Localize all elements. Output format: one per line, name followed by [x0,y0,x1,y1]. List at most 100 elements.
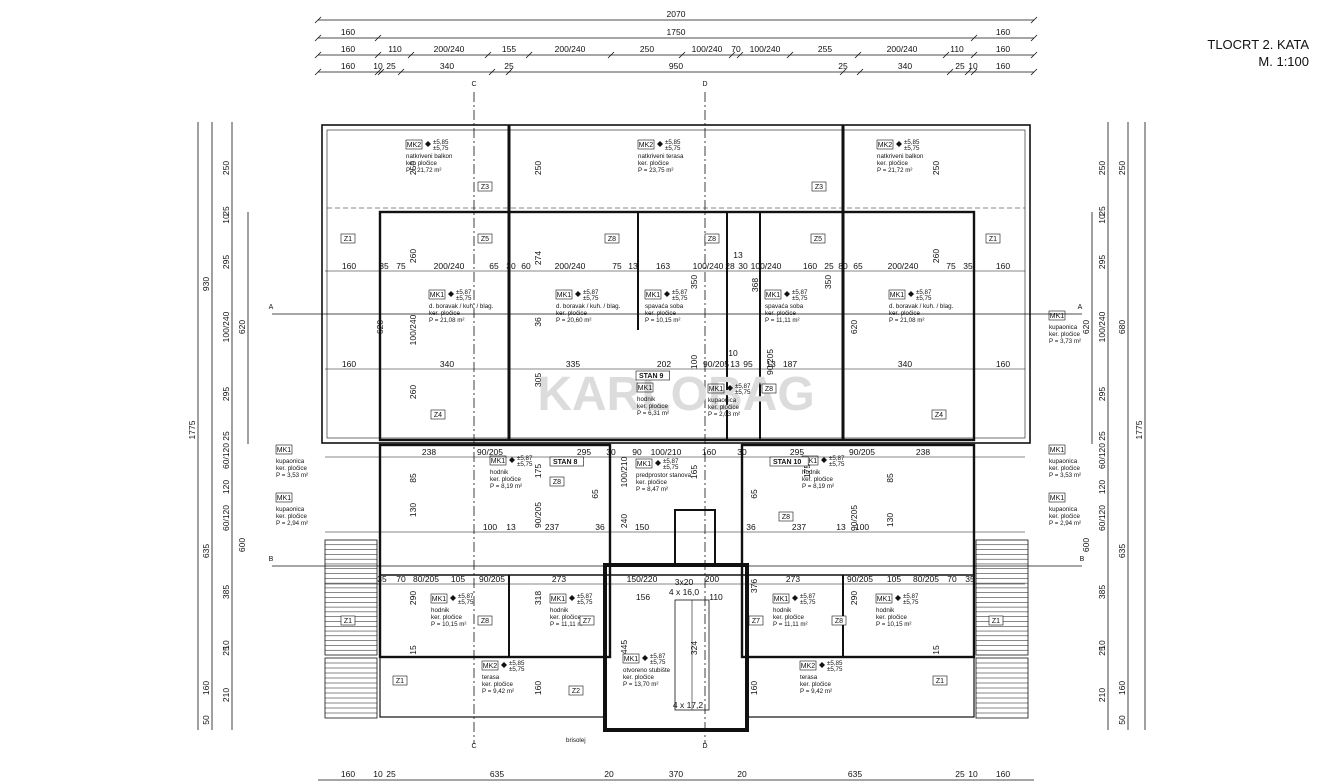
level-marker-icon [509,457,515,463]
dim-label-vertical: 175 [533,464,543,478]
room-level-top: ±5,87 [650,653,666,660]
dim-label-inner: 75 [946,261,956,271]
wall-tag: Z7 [748,615,764,626]
wall-tag-box [985,233,1001,244]
room-level-top: ±5,85 [433,139,449,146]
dim-label-inner: 160 [702,447,716,457]
room-tag-box [636,382,654,393]
dim-label-side: 210 [221,688,231,702]
room-tag: MK1 [638,385,653,392]
room-area: P = 20,60 m² [556,317,591,324]
dim-label-inner: 160 [996,261,1010,271]
dim-label-side: 210 [1097,688,1107,702]
room-tag: MK2 [483,663,498,670]
dim-label-top: 110 [950,44,964,54]
dim-label-bottom: 20 [604,769,614,779]
wall-tag-box [392,675,408,686]
wall-tag-box [810,233,826,244]
dim-label-top: 2070 [667,9,686,19]
dim-tick [314,68,322,76]
section-marker-letter: B [1080,556,1085,563]
dim-label-inner: 90/205 [849,447,875,457]
level-marker-icon [821,457,827,463]
dim-label-vertical: 305 [533,373,543,387]
elevator-shaft [674,509,716,566]
dim-label-inner: 80/205 [413,574,439,584]
dim-label-inner: 187 [783,359,797,369]
room-finish: ker. pločice [1049,331,1081,338]
dim-label-side: 1775 [1134,420,1144,439]
dim-label-inner: 30 [606,447,616,457]
dim-label-inner: 4 x 16,0 [669,587,700,597]
room-level-bottom: ±5,75 [458,599,474,606]
wall-tag-box [778,511,794,522]
dim-tick [678,51,686,59]
room-tag-box [888,289,906,300]
dim-label-vertical: 175 [802,464,812,478]
dim-label-inner: 100/240 [693,261,724,271]
room-area: P = 3,73 m² [1049,338,1081,345]
dim-tick [839,68,847,76]
level-marker-icon [896,141,902,147]
wall-tag-box [340,233,356,244]
dim-label-vertical: 100/240 [408,314,418,345]
dim-label-vertical: 260 [408,385,418,399]
room-area: P = 3,53 m² [276,472,308,479]
room-name: hodnik [802,469,821,476]
level-marker-icon [819,662,825,668]
wall-tag-box [430,409,446,420]
dim-tick [314,16,322,24]
wall-tag-box [477,181,493,192]
apartment-label: STAN 8 [549,456,584,467]
dim-label-inner: 105 [451,574,465,584]
wall-tag: Z8 [549,476,565,487]
apartment-label-box [769,456,809,467]
room-level-bottom: ±5,75 [433,145,449,152]
room-area: P = 21,08 m² [429,317,464,324]
room-name: otvoreno stubište [623,667,671,674]
dim-label-inner: 340 [898,359,912,369]
room-finish: ker. pločice [876,614,908,621]
room-tag: MK1 [557,292,572,299]
dim-label-inner: 100 [855,522,869,532]
wall-tag-box [831,615,847,626]
room-finish: ker. pločice [773,614,805,621]
dim-label-vertical: 90/205 [765,349,775,375]
wall-tag-box [549,476,565,487]
room-level-top: ±5,87 [792,289,808,296]
dim-label-top: 340 [898,61,912,71]
room-tag-box [1048,310,1066,321]
dim-label-side: 10 [1097,214,1107,224]
dim-label-vertical: 100 [689,355,699,369]
wall-tag-box [932,675,948,686]
room-area: P = 2,94 m² [1049,520,1081,527]
room-area: P = 8,19 m² [490,483,522,490]
dim-label-inner: 35 [377,574,387,584]
dim-label-side: 600 [237,538,247,552]
wall-tag-text: Z1 [936,678,944,685]
dim-label-inner: 273 [552,574,566,584]
dim-label-inner: 200 [705,574,719,584]
watermark: KARLOBAG [537,368,814,421]
room-tag: MK1 [277,495,292,502]
dim-label-vertical: 90/205 [533,502,543,528]
room-finish: ker. pločice [800,681,832,688]
dim-label-vertical: 324 [689,641,699,655]
dim-label-vertical: 65 [749,489,759,499]
dim-label-side: 25 [1097,206,1107,216]
room-area: P = 2,03 m² [708,411,740,418]
room-tag: MK1 [277,447,292,454]
room-level-bottom: ±5,75 [829,461,845,468]
wall-tag-box [477,233,493,244]
level-marker-icon [784,291,790,297]
watermark-text: KARLOBAG [537,368,814,421]
room-name: kupaonica [1049,458,1078,465]
room-level-bottom: ±5,75 [903,599,919,606]
